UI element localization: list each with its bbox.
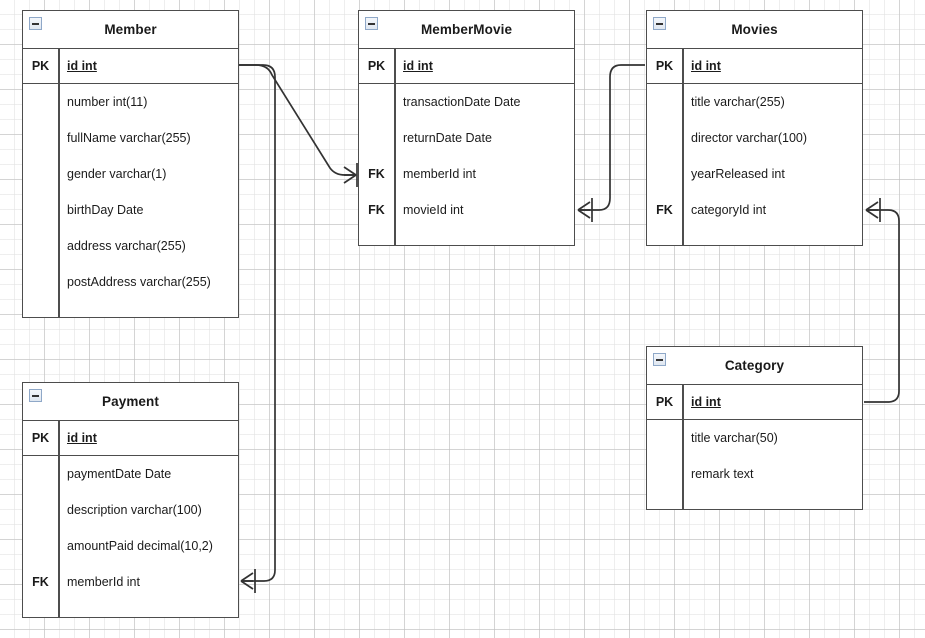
attribute-row[interactable]: number int(11) — [23, 84, 238, 120]
attribute-name-label: gender varchar(1) — [67, 167, 167, 181]
minus-collapse-icon[interactable] — [29, 389, 42, 402]
entity-title: Category — [724, 358, 785, 373]
attribute-row-filler — [23, 600, 238, 617]
attribute-row-filler — [647, 492, 862, 509]
attribute-name-label: id int — [403, 59, 433, 73]
attribute-row[interactable]: FK movieId int — [359, 192, 574, 228]
attribute-name-label: memberId int — [67, 575, 140, 589]
attribute-row[interactable]: remark text — [647, 456, 862, 492]
attribute-name-label: id int — [67, 59, 97, 73]
attribute-key-label: PK — [655, 395, 674, 409]
attribute-name-label: director varchar(100) — [691, 131, 808, 145]
attribute-key-label: FK — [368, 167, 385, 181]
attribute-name-label: paymentDate Date — [67, 467, 172, 481]
attribute-name-label: memberId int — [403, 167, 476, 181]
attribute-name-label: description varchar(100) — [67, 503, 202, 517]
attribute-row-filler — [647, 228, 862, 245]
attribute-key-label: PK — [31, 59, 50, 73]
attribute-name-label: birthDay Date — [67, 203, 144, 217]
attribute-name-label: transactionDate Date — [403, 95, 521, 109]
attribute-name-label: title varchar(255) — [691, 95, 785, 109]
attribute-row-filler — [23, 300, 238, 317]
attribute-key-label: PK — [367, 59, 386, 73]
attribute-name-label: id int — [691, 395, 721, 409]
entity-header-member[interactable]: Member — [23, 11, 238, 49]
attribute-row[interactable]: director varchar(100) — [647, 120, 862, 156]
attribute-key-label: FK — [32, 575, 49, 589]
attribute-row[interactable]: address varchar(255) — [23, 228, 238, 264]
attribute-key-label: FK — [656, 203, 673, 217]
attribute-row[interactable]: postAddress varchar(255) — [23, 264, 238, 300]
attribute-name-label: yearReleased int — [691, 167, 785, 181]
attribute-name-label: address varchar(255) — [67, 239, 186, 253]
attribute-row[interactable]: yearReleased int — [647, 156, 862, 192]
attribute-row[interactable]: returnDate Date — [359, 120, 574, 156]
minus-collapse-icon[interactable] — [653, 353, 666, 366]
attribute-name-label: id int — [691, 59, 721, 73]
attribute-row[interactable]: title varchar(50) — [647, 420, 862, 456]
attribute-row[interactable]: title varchar(255) — [647, 84, 862, 120]
entity-header-category[interactable]: Category — [647, 347, 862, 385]
entity-body-payment: PK id int paymentDate Date description varc… — [23, 421, 238, 617]
attribute-row[interactable]: transactionDate Date — [359, 84, 574, 120]
attribute-name-label: movieId int — [403, 203, 464, 217]
attribute-key-label: FK — [368, 203, 385, 217]
attribute-row[interactable]: FK memberId int — [23, 564, 238, 600]
attribute-row[interactable]: FK categoryId int — [647, 192, 862, 228]
attribute-name-label: title varchar(50) — [691, 431, 778, 445]
entity-header-payment[interactable]: Payment — [23, 383, 238, 421]
entity-title: Member — [104, 22, 157, 37]
attribute-row-primary-key[interactable]: PK id int — [647, 49, 862, 84]
attribute-key-label: PK — [31, 431, 50, 445]
attribute-row-primary-key[interactable]: PK id int — [23, 421, 238, 456]
entity-body-category: PK id int title varchar(50) remark text — [647, 385, 862, 509]
entity-title: MemberMovie — [420, 22, 513, 37]
entity-header-membermovie[interactable]: MemberMovie — [359, 11, 574, 49]
attribute-name-label: id int — [67, 431, 97, 445]
attribute-name-label: amountPaid decimal(10,2) — [67, 539, 213, 553]
attribute-name-label: categoryId int — [691, 203, 767, 217]
attribute-row[interactable]: amountPaid decimal(10,2) — [23, 528, 238, 564]
entity-body-movies: PK id int title varchar(255) director varch… — [647, 49, 862, 245]
attribute-row-primary-key[interactable]: PK id int — [23, 49, 238, 84]
attribute-row[interactable]: fullName varchar(255) — [23, 120, 238, 156]
attribute-row-primary-key[interactable]: PK id int — [359, 49, 574, 84]
minus-collapse-icon[interactable] — [29, 17, 42, 30]
entity-title: Movies — [731, 22, 778, 37]
minus-collapse-icon[interactable] — [365, 17, 378, 30]
attribute-row[interactable]: description varchar(100) — [23, 492, 238, 528]
attribute-name-label: fullName varchar(255) — [67, 131, 191, 145]
attribute-row[interactable]: birthDay Date — [23, 192, 238, 228]
entity-body-member: PK id int number int(11) fullName varchar(2… — [23, 49, 238, 317]
attribute-row[interactable]: FK memberId int — [359, 156, 574, 192]
attribute-row[interactable]: paymentDate Date — [23, 456, 238, 492]
minus-collapse-icon[interactable] — [653, 17, 666, 30]
attribute-name-label: number int(11) — [67, 95, 148, 109]
attribute-key-label: PK — [655, 59, 674, 73]
attribute-name-label: postAddress varchar(255) — [67, 275, 211, 289]
attribute-row-primary-key[interactable]: PK id int — [647, 385, 862, 420]
entity-title: Payment — [102, 394, 159, 409]
attribute-name-label: returnDate Date — [403, 131, 492, 145]
attribute-row-filler — [359, 228, 574, 245]
attribute-row[interactable]: gender varchar(1) — [23, 156, 238, 192]
entity-body-membermovie: PK id int transactionDate Date returnDate D… — [359, 49, 574, 245]
attribute-name-label: remark text — [691, 467, 754, 481]
entity-header-movies[interactable]: Movies — [647, 11, 862, 49]
